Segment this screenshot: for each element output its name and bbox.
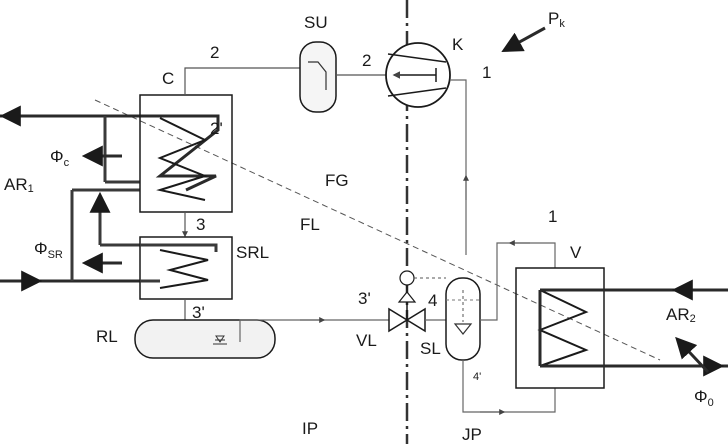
phi0-arrow [675, 336, 710, 374]
separator-sl [445, 277, 481, 361]
separator-su [299, 41, 337, 113]
label-node-3-prime-left: 3' [192, 303, 205, 322]
ar1-top-pipe [0, 105, 210, 184]
pipe-sl-v-bottom [462, 360, 556, 415]
evaporator-v [515, 267, 605, 389]
label-node-1-top: 1 [482, 63, 491, 82]
label-fl: FL [300, 215, 320, 234]
evaporator-coil-icon [537, 289, 589, 367]
pk-arrow [501, 26, 546, 53]
label-phi-c: Φc [50, 147, 70, 169]
label-sl: SL [420, 339, 441, 358]
label-ar1: AR1 [4, 175, 34, 195]
label-fg: FG [325, 171, 349, 190]
subcooler-coil-icon [159, 249, 209, 289]
label-node-2-right: 2 [362, 51, 371, 70]
label-v: V [570, 243, 582, 262]
ar1-bottom-pipe [0, 188, 140, 292]
ar2-pipes [540, 279, 728, 377]
label-ar2: AR2 [666, 305, 696, 325]
label-node-1-v: 1 [548, 207, 557, 226]
label-ip: IP [302, 419, 318, 438]
sensor-bulb-icon [399, 270, 415, 286]
label-phi0: Φ0 [694, 387, 714, 409]
label-node-2-left: 2 [210, 43, 219, 62]
subcooler-srl [139, 236, 233, 300]
pipe-v-sl-top [480, 240, 556, 321]
liquid-line [239, 317, 390, 342]
label-node-3: 3 [196, 215, 205, 234]
label-node-4: 4 [428, 291, 437, 310]
label-srl: SRL [236, 243, 269, 262]
label-node-4-prime: 4' [473, 371, 481, 383]
label-jp: JP [462, 425, 482, 444]
compressor-k [385, 42, 451, 108]
label-node-3-prime-mid: 3' [358, 289, 371, 308]
liquid-level-icon [215, 335, 225, 343]
condenser-c [139, 94, 233, 213]
label-pk: Pk [548, 9, 565, 30]
label-node-2-prime: 2' [210, 119, 223, 138]
label-c: C [162, 69, 174, 88]
condenser-coil-icon [156, 117, 208, 201]
receiver-rl [134, 319, 276, 359]
label-phi-sr: ΦSR [34, 239, 63, 261]
label-vl: VL [356, 331, 377, 350]
suction-line [450, 79, 469, 255]
label-rl: RL [96, 327, 118, 346]
label-su: SU [304, 13, 328, 32]
sl-level-icon [453, 323, 473, 335]
diagonal-dashed-line [94, 99, 661, 361]
expansion-valve-vl [388, 270, 446, 333]
label-k: K [452, 35, 464, 54]
pipe-c-su [184, 67, 302, 95]
